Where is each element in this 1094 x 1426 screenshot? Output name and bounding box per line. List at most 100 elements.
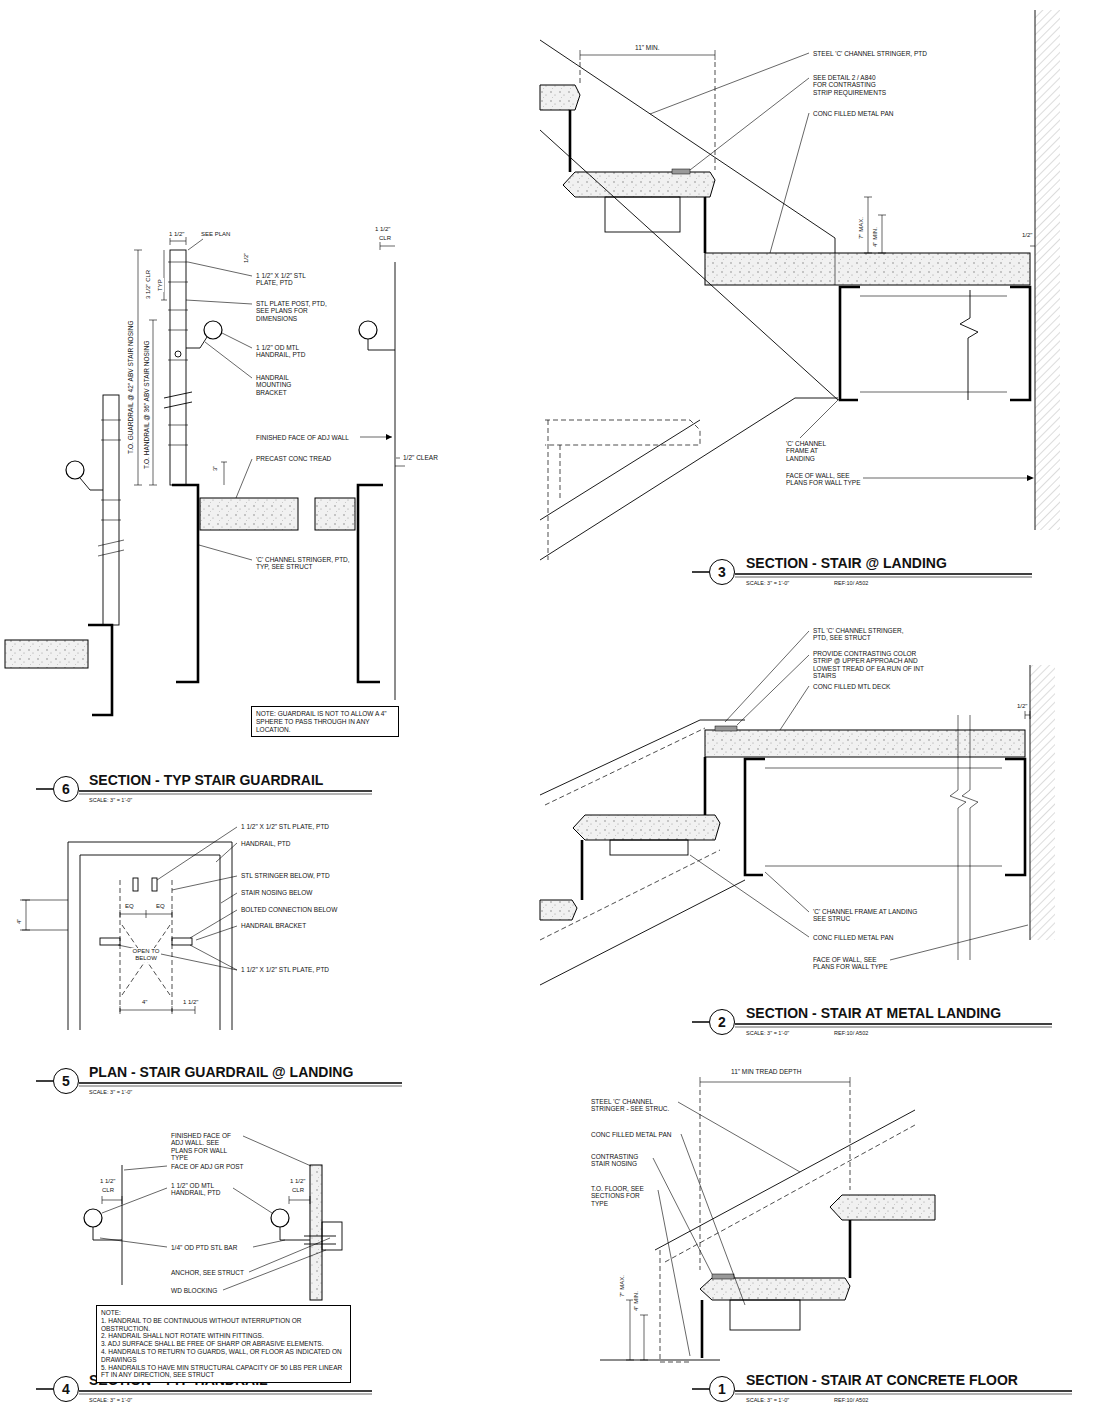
tread <box>700 1278 850 1300</box>
annotation-label: HANDRAIL BRACKET <box>240 922 307 929</box>
bolt <box>175 351 181 357</box>
annotation-label: 'C' CHANNEL FRAME AT LANDING <box>785 440 849 462</box>
annotation-label: SEE DETAIL 2 / A840 FOR CONTRASTING STRI… <box>812 74 889 96</box>
leader-line <box>650 53 1032 478</box>
dimension-text: T.O. GUARDRAIL @ 42" ABV STAIR NOSING <box>127 319 134 455</box>
note-text: NOTE: GUARDRAIL IS NOT TO ALLOW A 4" SPH… <box>256 710 394 733</box>
dimension-line <box>170 237 395 250</box>
landing-slab <box>705 253 1030 285</box>
dimension-text: TYP <box>157 278 164 292</box>
annotation-label: FINISHED FACE OF ADJ WALL <box>255 434 350 441</box>
dimension-text: 3 1/2" CLR <box>145 269 152 300</box>
stringer-edge <box>540 850 720 940</box>
annotation-label: 11" MIN TREAD DEPTH <box>730 1068 802 1075</box>
title-bar <box>79 1086 402 1087</box>
extension-line <box>700 1090 850 1270</box>
annotation-label: T.O. FLOOR, SEE SECTIONS FOR TYPE <box>590 1185 657 1207</box>
callout-number: 5 <box>62 1073 70 1089</box>
annotation-label: CLR <box>101 1187 115 1194</box>
annotation-label: 1 1/2" <box>168 231 185 238</box>
scale-note: SCALE: 3" = 1'-0" <box>745 1397 790 1403</box>
c-channel-stringer <box>172 485 198 682</box>
steel-bar <box>93 1227 122 1240</box>
annotation-label: 1/4" OD PTD STL BAR <box>170 1244 238 1251</box>
landing-deck <box>705 730 1025 757</box>
annotation-label: 11" MIN. <box>634 44 661 51</box>
annotation-label: 1/2" CLEAR <box>402 454 439 461</box>
wall-face <box>1030 665 1031 940</box>
title-bar <box>692 572 1032 574</box>
channel-flange <box>860 296 1007 392</box>
note-text: NOTE: <box>101 1309 346 1317</box>
stringer-edge <box>660 1125 915 1362</box>
annotation-label: CONTRASTING STAIR NOSING <box>590 1153 652 1168</box>
break-line <box>960 290 978 400</box>
handrail-bracket <box>368 339 395 350</box>
annotation-label: STL 'C' CHANNEL STRINGER, PTD, SEE STRUC… <box>812 627 909 642</box>
annotation-label: 1/2" <box>1021 232 1033 239</box>
arrowhead <box>386 434 392 440</box>
dimension-line <box>864 197 1035 253</box>
annotation-label: 1 1/2" <box>99 1178 116 1185</box>
tread <box>540 85 580 110</box>
scale-note: SCALE: 3" = 1'-0" <box>745 580 790 586</box>
annotation-label: STAIR NOSING BELOW <box>240 889 313 896</box>
open-to-below <box>122 925 170 995</box>
stringer-edge <box>540 880 745 985</box>
wall-face <box>395 262 396 700</box>
lower-flight-tread <box>545 420 700 560</box>
note-text: 2. HANDRAIL SHALL NOT ROTATE WITHIN FITT… <box>101 1332 346 1340</box>
annotation-label: 1/2" <box>1016 703 1028 710</box>
floor-line <box>600 1360 720 1361</box>
title-bar <box>36 789 372 791</box>
landing-slab <box>5 640 88 668</box>
title-bar <box>692 1389 1072 1391</box>
handrail-circle <box>66 461 84 479</box>
break-line <box>950 715 978 960</box>
callout-number: 3 <box>718 564 726 580</box>
title-bar <box>79 1394 372 1395</box>
note-box: NOTE: GUARDRAIL IS NOT TO ALLOW A 4" SPH… <box>251 706 399 737</box>
tread <box>540 900 577 920</box>
scale-note: REF:10/ A502 <box>833 1397 869 1403</box>
detail-title: SECTION - TYP STAIR GUARDRAIL <box>88 772 324 788</box>
arrowhead <box>1027 475 1034 481</box>
tread <box>573 815 720 840</box>
handrail-circle <box>271 1209 289 1227</box>
annotation-label: FINISHED FACE OF ADJ WALL. SEE PLANS FOR… <box>170 1132 242 1162</box>
wall-face <box>1035 10 1036 530</box>
annotation-label: 1 1/2" X 1/2" STL PLATE, PTD <box>255 272 319 287</box>
annotation-label: FACE OF WALL, SEE PLANS FOR WALL TYPE <box>812 956 889 971</box>
steel-plate <box>100 938 120 945</box>
precast-tread <box>200 498 298 530</box>
annotation-label: 1 1/2" <box>182 999 199 1006</box>
leader-line <box>118 827 237 970</box>
annotation-label: 'C' CHANNEL FRAME AT LANDING SEE STRUC <box>812 908 929 923</box>
annotation-label: EQ <box>124 903 135 910</box>
riser <box>582 757 705 900</box>
wall-hatch <box>1035 10 1060 530</box>
dimension-text: T.O. HANDRAIL @ 36" ABV STAIR NOSING <box>143 340 150 470</box>
callout-circle: 6 <box>53 776 79 802</box>
dimension-text: 4" MIN. <box>872 226 879 248</box>
c-channel-frame <box>745 759 765 875</box>
note-text: 3. ADJ SURFACE SHALL BE FREE OF SHARP OR… <box>101 1340 346 1348</box>
callout-number: 6 <box>62 781 70 797</box>
annotation-label: STL PLATE POST, PTD, SEE PLANS FOR DIMEN… <box>255 300 337 322</box>
dimension-text: 4" MIN. <box>633 1290 640 1312</box>
annotation-label: 1 1/2" OD MTL HANDRAIL, PTD <box>170 1182 232 1197</box>
annotation-label: HANDRAIL MOUNTING BRACKET <box>255 374 319 396</box>
title-bar <box>735 577 1032 578</box>
annotation-label: SEE PLAN <box>200 231 231 238</box>
detail-title: PLAN - STAIR GUARDRAIL @ LANDING <box>88 1064 354 1080</box>
handrail-circle <box>359 321 377 339</box>
dimension-text: 1/2" <box>243 252 250 264</box>
scale-note: SCALE: 3" = 1'-0" <box>745 1030 790 1036</box>
plate-marks <box>168 262 188 445</box>
annotation-label: EQ <box>155 903 166 910</box>
channel-flange <box>765 768 1002 866</box>
contrast-strip <box>715 726 737 731</box>
handrail-section <box>36 1136 372 1394</box>
